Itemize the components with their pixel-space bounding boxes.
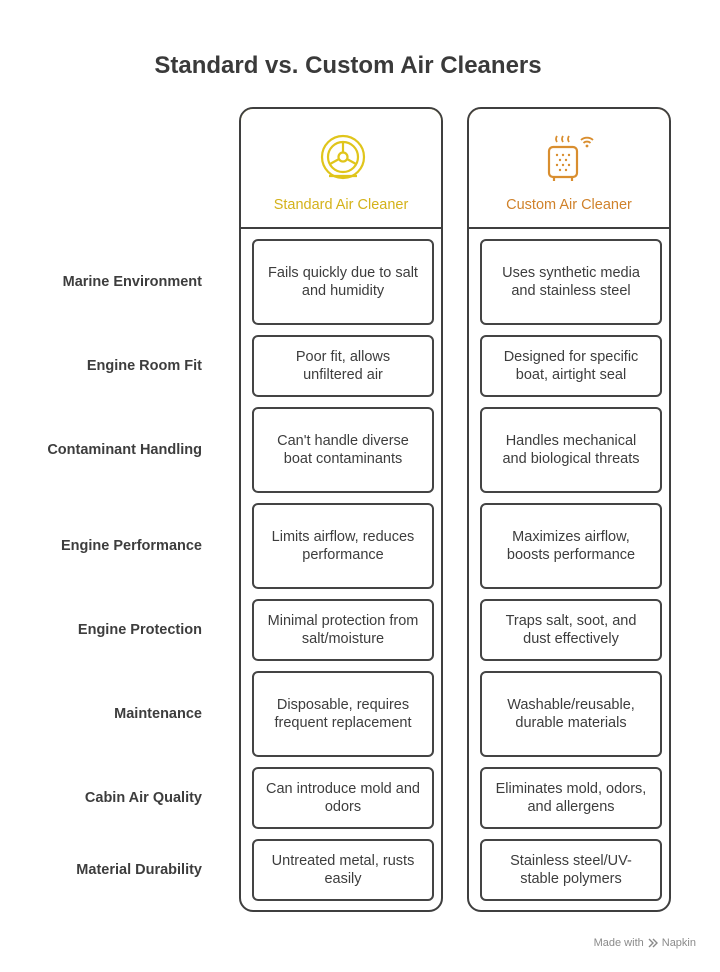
header-divider xyxy=(469,227,669,229)
row-label: Engine Protection xyxy=(77,622,202,638)
custom-cell: Uses synthetic media and stainless steel xyxy=(480,239,662,325)
standard-cell: Untreated metal, rusts easily xyxy=(252,839,434,901)
row-label: Maintenance xyxy=(114,706,202,722)
napkin-logo-icon xyxy=(648,938,658,948)
footer-credit: Made with Napkin xyxy=(594,937,696,949)
row-label: Material Durability xyxy=(76,862,202,878)
custom-cell: Designed for specific boat, airtight sea… xyxy=(480,335,662,397)
standard-column-header: Standard Air Cleaner xyxy=(241,109,441,229)
footer-prefix: Made with xyxy=(593,937,644,949)
custom-column-title: Custom Air Cleaner xyxy=(506,197,632,213)
standard-cell: Can introduce mold and odors xyxy=(252,767,434,829)
standard-cell: Minimal protection from salt/moisture xyxy=(252,599,434,661)
row-label: Engine Room Fit xyxy=(86,358,202,374)
standard-column-title: Standard Air Cleaner xyxy=(273,197,409,213)
footer-brand: Napkin xyxy=(661,937,696,949)
custom-cell: Handles mechanical and biological threat… xyxy=(480,407,662,493)
fan-filter-icon xyxy=(320,134,366,180)
custom-cell: Stainless steel/UV-stable polymers xyxy=(480,839,662,901)
page-title: Standard vs. Custom Air Cleaners xyxy=(154,52,542,79)
row-label: Engine Performance xyxy=(60,538,202,554)
custom-cell: Traps salt, soot, and dust effectively xyxy=(480,599,662,661)
custom-cell: Washable/reusable, durable materials xyxy=(480,671,662,757)
standard-cell: Fails quickly due to salt and humidity xyxy=(252,239,434,325)
row-label: Cabin Air Quality xyxy=(84,790,202,806)
smart-air-purifier-icon xyxy=(547,135,594,181)
standard-cell: Disposable, requires frequent replacemen… xyxy=(252,671,434,757)
custom-column: Custom Air Cleaner Uses synthetic media … xyxy=(467,107,671,912)
custom-column-header: Custom Air Cleaner xyxy=(469,109,669,229)
standard-cell: Poor fit, allows unfiltered air xyxy=(252,335,434,397)
standard-cell: Can't handle diverse boat contaminants xyxy=(252,407,434,493)
standard-cell: Limits airflow, reduces performance xyxy=(252,503,434,589)
standard-column: Standard Air Cleaner Fails quickly due t… xyxy=(239,107,443,912)
row-label: Marine Environment xyxy=(62,274,202,290)
custom-cell: Eliminates mold, odors, and allergens xyxy=(480,767,662,829)
header-divider xyxy=(241,227,441,229)
custom-cell: Maximizes airflow, boosts performance xyxy=(480,503,662,589)
row-label: Contaminant Handling xyxy=(47,442,202,458)
